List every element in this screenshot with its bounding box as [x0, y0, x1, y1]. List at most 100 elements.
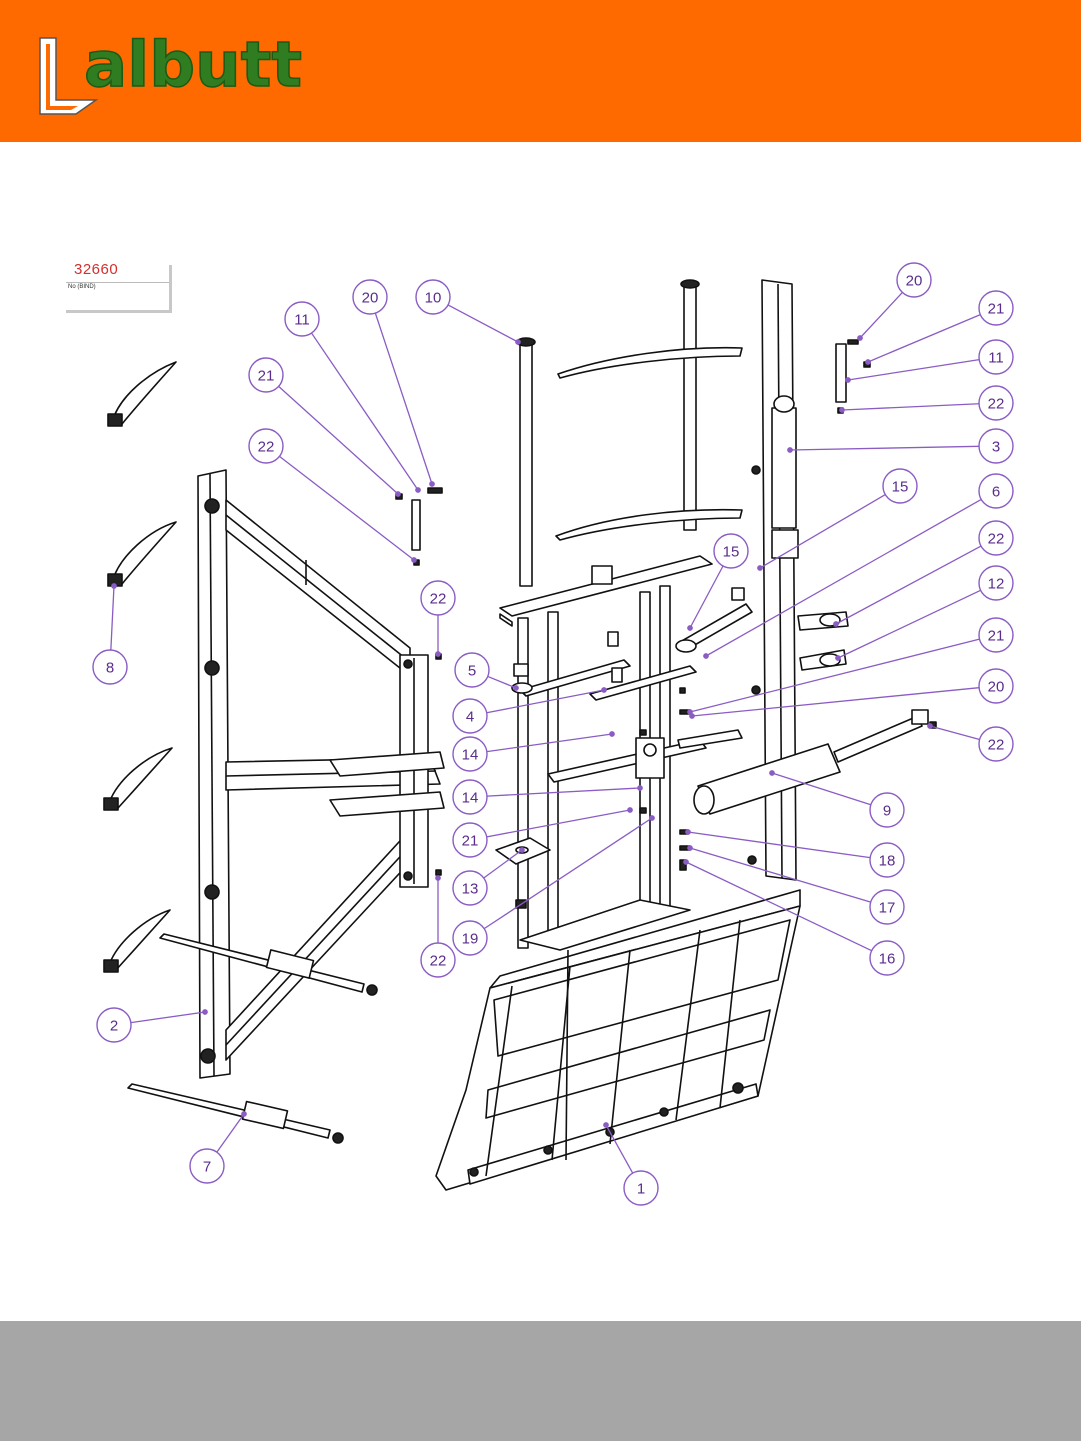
leader-line-12	[838, 590, 981, 658]
callout-11[interactable]: 11	[285, 302, 319, 336]
leader-dot-12	[836, 656, 840, 660]
callout-number: 21	[988, 628, 1005, 645]
callout-number: 6	[992, 484, 1000, 501]
callout-number: 20	[362, 290, 379, 307]
callout-20[interactable]: 20	[979, 669, 1013, 703]
callout-21[interactable]: 21	[453, 823, 487, 857]
leader-dot-16	[684, 860, 688, 864]
callout-number: 14	[462, 747, 479, 764]
leader-dot-11	[416, 488, 420, 492]
leader-dot-17	[688, 846, 692, 850]
leader-dot-21	[396, 492, 400, 496]
callout-17[interactable]: 17	[870, 890, 904, 924]
callout-15[interactable]: 15	[883, 469, 917, 503]
callout-8[interactable]: 8	[93, 650, 127, 684]
leader-line-11	[312, 333, 418, 490]
leader-dot-2	[203, 1010, 207, 1014]
logo-wordmark: albutt	[84, 28, 302, 101]
callout-number: 5	[468, 663, 476, 680]
callout-5[interactable]: 5	[455, 653, 489, 687]
callout-22[interactable]: 22	[979, 727, 1013, 761]
callout-19[interactable]: 19	[453, 921, 487, 955]
callout-number: 3	[992, 439, 1000, 456]
leader-dot-22	[412, 558, 416, 562]
leader-dot-18	[686, 830, 690, 834]
leader-line-8	[111, 586, 114, 650]
leader-dot-4	[602, 688, 606, 692]
callout-21[interactable]: 21	[249, 358, 283, 392]
leader-dot-22	[834, 622, 838, 626]
callout-number: 12	[988, 576, 1005, 593]
leader-dot-6	[704, 654, 708, 658]
callout-number: 4	[466, 709, 474, 726]
frame-part-2	[198, 470, 444, 1078]
callout-3[interactable]: 3	[979, 429, 1013, 463]
footer-background	[0, 1321, 1081, 1441]
callout-number: 11	[294, 312, 310, 329]
upper-tines	[556, 348, 742, 540]
leader-dot-14	[638, 786, 642, 790]
leader-dot-21	[866, 360, 870, 364]
callout-9[interactable]: 9	[870, 793, 904, 827]
callout-14[interactable]: 14	[453, 737, 487, 771]
callout-22[interactable]: 22	[979, 386, 1013, 420]
callout-11[interactable]: 11	[979, 340, 1013, 374]
leader-dot-19	[650, 816, 654, 820]
callout-21[interactable]: 21	[979, 618, 1013, 652]
callout-20[interactable]: 20	[897, 263, 931, 297]
callout-22[interactable]: 22	[979, 521, 1013, 555]
callout-number: 19	[462, 931, 479, 948]
callout-number: 15	[892, 479, 909, 496]
callout-number: 1	[637, 1181, 645, 1198]
carriage-frame-part-4-5	[500, 556, 712, 948]
callout-4[interactable]: 4	[453, 699, 487, 733]
leader-line-21	[868, 315, 980, 362]
top-link-part-7	[128, 934, 377, 1143]
callout-18[interactable]: 18	[870, 843, 904, 877]
leader-line-21	[690, 639, 980, 712]
leader-dot-20	[858, 336, 862, 340]
leader-dot-15	[688, 626, 692, 630]
callout-20[interactable]: 20	[353, 280, 387, 314]
callout-10[interactable]: 10	[416, 280, 450, 314]
callout-22[interactable]: 22	[421, 581, 455, 615]
leader-dot-20	[430, 482, 434, 486]
leader-dot-1	[604, 1123, 608, 1127]
callout-number: 22	[430, 591, 447, 608]
callout-1[interactable]: 1	[624, 1171, 658, 1205]
logo-mark: albutt	[38, 24, 308, 116]
leader-dot-21	[688, 710, 692, 714]
callout-12[interactable]: 12	[979, 566, 1013, 600]
callout-7[interactable]: 7	[190, 1149, 224, 1183]
callout-13[interactable]: 13	[453, 871, 487, 905]
leader-line-20	[692, 688, 979, 716]
arm-parts	[676, 344, 848, 748]
leader-dot-22	[436, 652, 440, 656]
callout-number: 22	[258, 439, 275, 456]
callout-number: 20	[988, 679, 1005, 696]
callout-2[interactable]: 2	[97, 1008, 131, 1042]
callout-16[interactable]: 16	[870, 941, 904, 975]
callout-22[interactable]: 22	[421, 943, 455, 977]
leader-dot-21	[628, 808, 632, 812]
callout-6[interactable]: 6	[979, 474, 1013, 508]
basket-part-1	[436, 890, 800, 1190]
callout-number: 22	[988, 737, 1005, 754]
callout-14[interactable]: 14	[453, 780, 487, 814]
leader-line-22	[836, 546, 981, 624]
header-bar: albutt	[0, 0, 1081, 142]
leader-dot-7	[242, 1112, 246, 1116]
callout-22[interactable]: 22	[249, 429, 283, 463]
pin-part-10	[517, 280, 699, 586]
callout-number: 17	[879, 900, 896, 917]
callout-15[interactable]: 15	[714, 534, 748, 568]
callout-number: 22	[988, 396, 1005, 413]
callout-21[interactable]: 21	[979, 291, 1013, 325]
albutt-logo[interactable]: albutt	[38, 24, 308, 116]
callout-number: 16	[879, 951, 896, 968]
leader-dot-8	[112, 584, 116, 588]
leader-dot-9	[770, 771, 774, 775]
callout-number: 9	[883, 803, 891, 820]
callout-number: 18	[879, 853, 896, 870]
leader-line-20	[375, 313, 432, 484]
